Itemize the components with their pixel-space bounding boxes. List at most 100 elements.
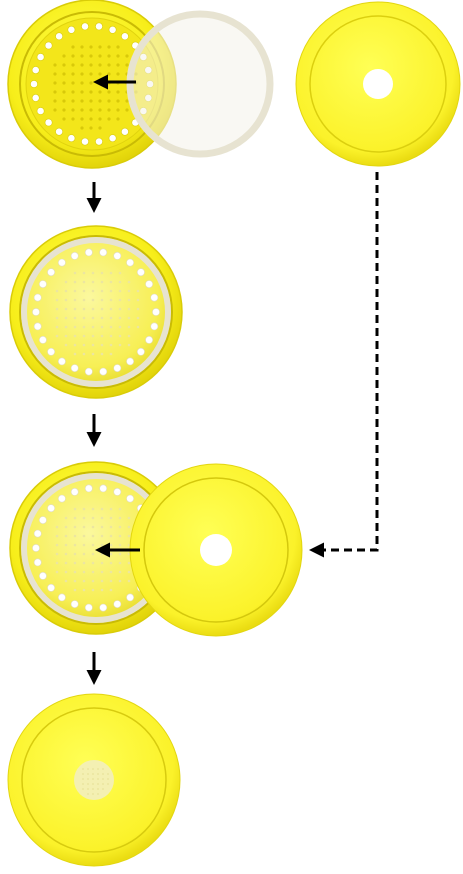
surface-dimple [87, 783, 89, 785]
perforation-hole [84, 484, 93, 493]
perforation-hole [47, 268, 55, 277]
filter-membrane [126, 10, 274, 158]
surface-dimple [98, 126, 102, 130]
perforation-hole [70, 600, 79, 608]
surface-dimple [127, 561, 131, 565]
perforation-hole [31, 66, 40, 74]
surface-dimple [107, 90, 111, 94]
perforation-hole [126, 494, 135, 503]
perforation-hole [39, 572, 47, 580]
surface-dimple [118, 334, 122, 338]
perforated-base [7, 0, 177, 169]
surface-dimple [107, 778, 109, 780]
surface-dimple [118, 316, 122, 320]
surface-dimple [53, 90, 57, 94]
surface-dimple [82, 289, 86, 293]
perforation-hole [84, 248, 93, 257]
surface-dimple [80, 108, 84, 112]
surface-dimple [82, 271, 86, 275]
perforation-hole [32, 308, 40, 316]
surface-dimple [73, 534, 77, 538]
surface-dimple [80, 81, 84, 85]
surface-dimple [91, 280, 95, 284]
surface-dimple [73, 307, 77, 311]
perforation-hole [58, 357, 66, 366]
surface-dimple [89, 63, 93, 67]
surface-dimple [100, 307, 104, 311]
perforation-hole [136, 268, 145, 277]
surface-dimple [98, 90, 102, 94]
surface-dimple [73, 543, 77, 547]
surface-dimple [100, 561, 104, 565]
surface-dimple [89, 108, 93, 112]
surface-dimple [127, 289, 131, 293]
surface-dimple [100, 543, 104, 547]
perforation-hole [121, 127, 129, 136]
surface-dimple [109, 334, 113, 338]
surface-dimple [98, 108, 102, 112]
surface-dimple [100, 552, 104, 556]
surface-dimple [127, 534, 131, 538]
surface-dimple [73, 298, 77, 302]
surface-dimple [97, 793, 99, 795]
surface-dimple [109, 352, 113, 356]
perforation-hole [58, 593, 66, 602]
surface-dimple [92, 768, 94, 770]
surface-dimple [136, 316, 140, 320]
perforation-hole [70, 364, 79, 372]
surface-dimple [100, 570, 104, 574]
perforation-hole [31, 94, 40, 102]
surface-dimple [80, 99, 84, 103]
surface-dimple [136, 325, 140, 329]
surface-dimple [82, 343, 86, 347]
surface-dimple [80, 63, 84, 67]
step-2-group [9, 225, 183, 399]
surface-dimple [97, 783, 99, 785]
surface-dimple [107, 117, 111, 121]
surface-dimple [92, 788, 94, 790]
surface-dimple [107, 63, 111, 67]
surface-dimple [80, 72, 84, 76]
perforation-hole [55, 127, 63, 136]
surface-dimple [109, 343, 113, 347]
surface-dimple [92, 778, 94, 780]
surface-dimple [109, 298, 113, 302]
surface-dimple [82, 316, 86, 320]
surface-dimple [91, 579, 95, 583]
surface-dimple [125, 54, 129, 58]
surface-dimple [55, 552, 59, 556]
surface-dimple [127, 570, 131, 574]
surface-dimple [100, 579, 104, 583]
surface-dimple [82, 325, 86, 329]
surface-dimple [82, 307, 86, 311]
perforation-hole [33, 322, 42, 331]
surface-dimple [53, 99, 57, 103]
perforation-hole [121, 32, 129, 41]
surface-dimple [100, 516, 104, 520]
surface-dimple [91, 570, 95, 574]
surface-dimple [109, 271, 113, 275]
surface-dimple [100, 316, 104, 320]
surface-dimple [64, 298, 68, 302]
surface-dimple [118, 307, 122, 311]
surface-dimple [82, 280, 86, 284]
surface-dimple [127, 325, 131, 329]
perforation-hole [58, 494, 66, 503]
surface-dimple [87, 778, 89, 780]
surface-dimples [55, 507, 140, 592]
surface-dimple [55, 298, 59, 302]
surface-dimple [118, 552, 122, 556]
surface-dimple [109, 570, 113, 574]
surface-dimple [98, 63, 102, 67]
surface-dimple [73, 507, 77, 511]
center-hole [200, 534, 232, 566]
surface-dimple [118, 325, 122, 329]
surface-dimple [80, 54, 84, 58]
perforation-hole [33, 293, 42, 302]
surface-dimple [91, 552, 95, 556]
surface-dimple [136, 289, 140, 293]
surface-dimple [55, 316, 59, 320]
surface-dimple [71, 81, 75, 85]
surface-dimple [82, 516, 86, 520]
surface-dimple [71, 99, 75, 103]
